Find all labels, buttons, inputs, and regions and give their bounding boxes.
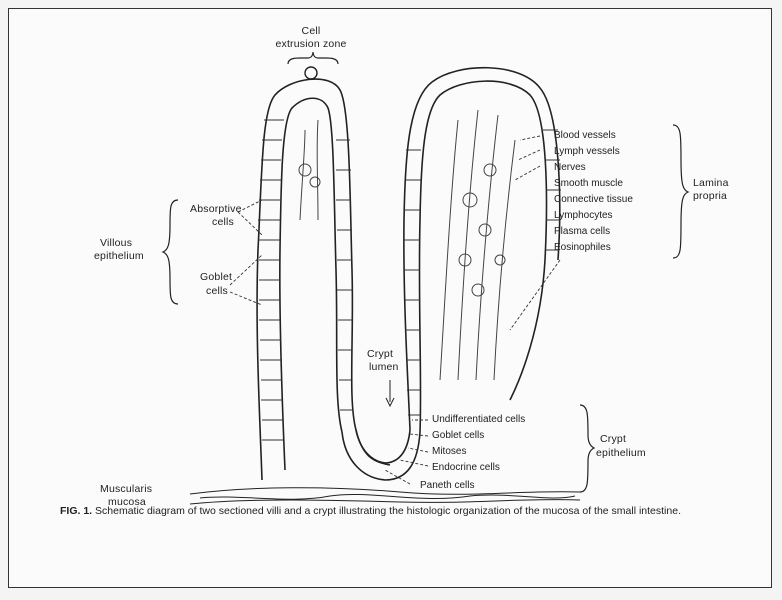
muscularis-band bbox=[190, 488, 580, 504]
crypt-lumen-label-1: Crypt bbox=[367, 348, 393, 360]
extrusion-zone-label: extrusion zone bbox=[275, 38, 346, 50]
lamina-item: Connective tissue bbox=[554, 194, 633, 205]
extrusion-brace bbox=[288, 52, 338, 64]
lamina-item: Blood vessels bbox=[554, 130, 616, 141]
lamina-items-list: Blood vessels Lymph vessels Nerves Smoot… bbox=[554, 130, 633, 253]
figure-caption: FIG. 1. Schematic diagram of two section… bbox=[60, 503, 770, 519]
figure-number: FIG. 1. bbox=[60, 505, 92, 517]
lamina-label-1: Lamina bbox=[693, 177, 729, 189]
crypt-epi-label-1: Crypt bbox=[600, 433, 626, 445]
muscularis-label-1: Muscularis bbox=[100, 483, 152, 495]
leader-lines bbox=[200, 136, 560, 550]
absorptive-label-1: Absorptive bbox=[190, 203, 242, 215]
crypt-item: Endocrine cells bbox=[432, 462, 500, 473]
crypt-brace bbox=[580, 405, 594, 492]
crypt-epi-label-2: epithelium bbox=[596, 447, 646, 459]
crypt-item: Mitoses bbox=[432, 446, 466, 457]
crypt-item: Goblet cells bbox=[432, 430, 484, 441]
absorptive-label-2: cells bbox=[212, 216, 234, 228]
right-villus-outline bbox=[419, 81, 546, 432]
cell-label: Cell bbox=[302, 25, 321, 37]
lamina-brace bbox=[673, 125, 688, 258]
crypt-items-list: Undifferentiated cells Goblet cells Mito… bbox=[420, 414, 525, 491]
crypt-item: Undifferentiated cells bbox=[432, 414, 525, 425]
lamina-item: Eosinophiles bbox=[554, 242, 611, 253]
lamina-item: Nerves bbox=[554, 162, 586, 173]
goblet-label-1: Goblet bbox=[200, 271, 232, 283]
lamina-item: Smooth muscle bbox=[554, 178, 623, 189]
crypt-item: Paneth cells bbox=[420, 480, 474, 491]
lamina-item: Plasma cells bbox=[554, 226, 610, 237]
lamina-item: Lymphocytes bbox=[554, 210, 613, 221]
extruded-cell bbox=[305, 67, 317, 79]
lamina-label-2: propria bbox=[693, 190, 727, 202]
villous-label-1: Villous bbox=[100, 237, 132, 249]
villous-label-2: epithelium bbox=[94, 250, 144, 262]
crypt-lumen-label-2: lumen bbox=[369, 361, 399, 373]
villous-brace bbox=[163, 200, 178, 304]
caption-text: Schematic diagram of two sectioned villi… bbox=[95, 505, 681, 517]
lamina-item: Lymph vessels bbox=[554, 146, 620, 157]
goblet-label-2: cells bbox=[206, 285, 228, 297]
